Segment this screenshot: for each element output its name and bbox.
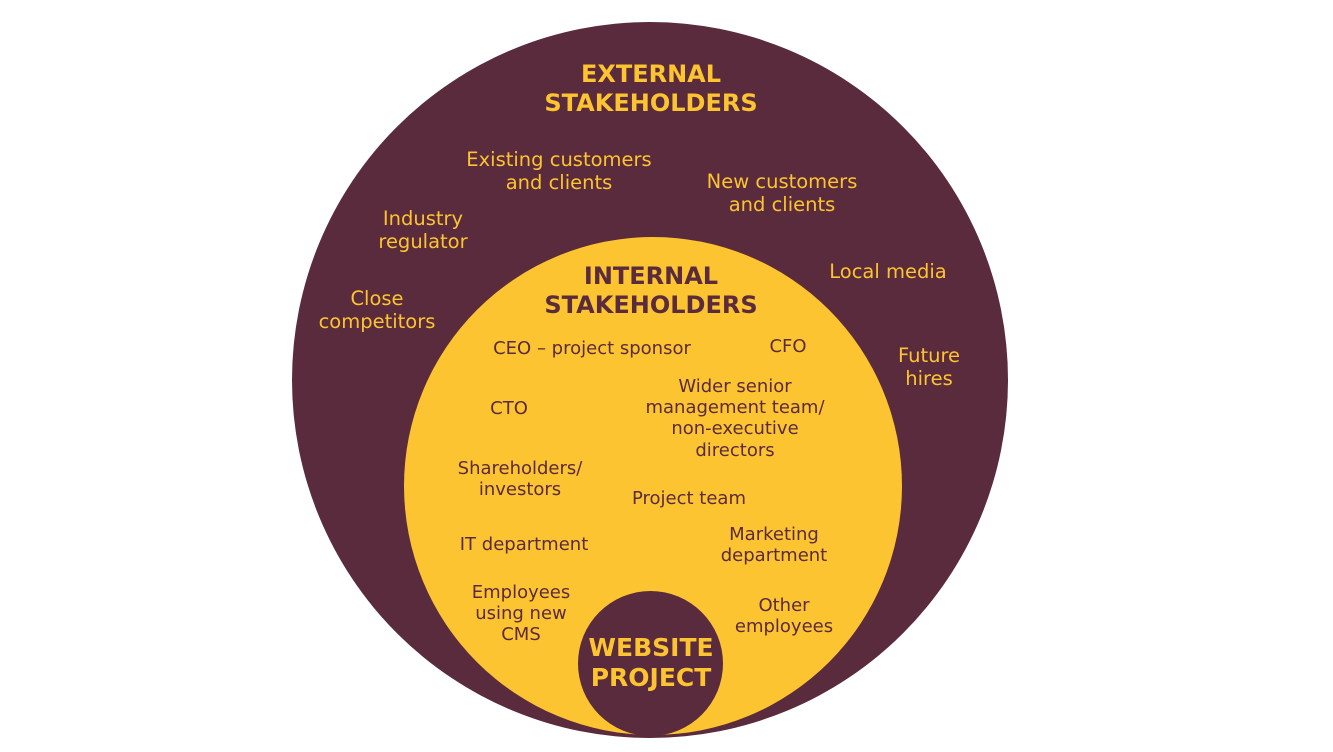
external-item-new-customers: New customers and clients (706, 170, 858, 216)
internal-stakeholders-title: INTERNAL STAKEHOLDERS (544, 262, 758, 320)
internal-item-marketing-department: Marketing department (720, 524, 828, 567)
internal-item-cto: CTO (490, 398, 528, 419)
external-item-local-media: Local media (829, 260, 947, 283)
external-item-close-competitors: Close competitors (318, 287, 436, 333)
internal-item-ceo: CEO – project sponsor (493, 338, 691, 359)
website-project-circle (578, 591, 723, 736)
internal-item-it-department: IT department (459, 534, 589, 555)
internal-item-employees-cms: Employees using new CMS (471, 582, 571, 646)
external-stakeholders-title: EXTERNAL STAKEHOLDERS (544, 60, 758, 118)
internal-item-shareholders: Shareholders/ investors (457, 458, 583, 501)
internal-item-project-team: Project team (631, 488, 747, 509)
external-item-future-hires: Future hires (897, 344, 961, 390)
website-project-title: WEBSITE PROJECT (588, 633, 714, 692)
external-item-industry-regulator: Industry regulator (378, 207, 468, 253)
internal-item-other-employees: Other employees (734, 595, 834, 638)
internal-item-cfo: CFO (769, 336, 807, 357)
external-item-existing-customers: Existing customers and clients (466, 148, 652, 194)
internal-item-senior-management: Wider senior management team/ non-execut… (645, 376, 825, 461)
